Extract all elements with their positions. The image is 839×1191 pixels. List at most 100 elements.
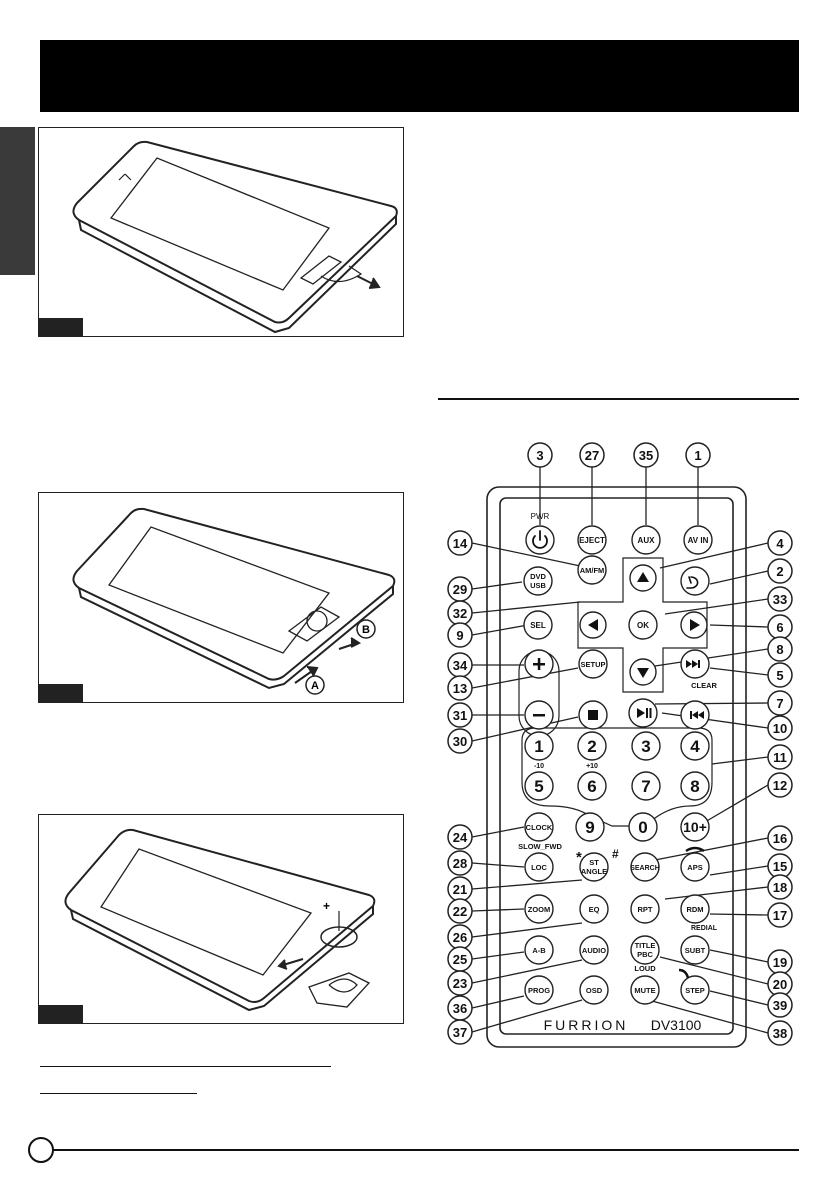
sel-button[interactable] — [523, 610, 553, 640]
rdm-label: RDM — [686, 905, 703, 914]
rpt-button[interactable] — [630, 894, 660, 924]
callout-31: 31 — [453, 708, 467, 723]
am-fm-label: AM/FM — [580, 566, 605, 575]
rdm-button[interactable] — [680, 894, 710, 924]
callout-8: 8 — [776, 642, 783, 657]
callout-36: 36 — [453, 1001, 467, 1016]
zoom-button[interactable] — [524, 894, 554, 924]
step-button[interactable] — [680, 975, 710, 1005]
callout-10: 10 — [773, 721, 787, 736]
callout-27: 27 — [585, 448, 599, 463]
num-10-plus-button[interactable] — [680, 812, 710, 842]
eq-label: EQ — [589, 905, 600, 914]
callout-30: 30 — [453, 734, 467, 749]
sel-label: SEL — [530, 621, 546, 630]
remote-diagram: PWR EJECT AUX AV IN AM/FM DVD USB SEL OK… — [447, 442, 793, 1048]
search-label: SEARCH — [630, 865, 660, 872]
setup-label: SETUP — [580, 660, 605, 669]
callout-22: 22 — [453, 904, 467, 919]
search-button[interactable] — [630, 852, 660, 882]
audio-button[interactable] — [579, 935, 609, 965]
callout-18: 18 — [773, 880, 787, 895]
label-b: B — [362, 624, 370, 636]
setup-button[interactable] — [578, 649, 608, 679]
callout-19: 19 — [773, 955, 787, 970]
ok-button[interactable] — [628, 610, 658, 640]
callout-24: 24 — [453, 830, 468, 845]
num-5-button[interactable] — [524, 771, 554, 801]
plus-10-label: +10 — [586, 763, 598, 770]
callout-28: 28 — [453, 856, 467, 871]
prog-label: PROG — [528, 986, 550, 995]
aux-label: AUX — [638, 536, 656, 545]
rpt-label: RPT — [638, 905, 653, 914]
st-angle-button[interactable] — [579, 852, 609, 882]
num-6-label: 6 — [587, 777, 596, 796]
audio-label: AUDIO — [582, 946, 606, 955]
clock-button[interactable] — [524, 812, 554, 842]
eq-button[interactable] — [579, 894, 609, 924]
num-7-button[interactable] — [631, 771, 661, 801]
prev-icon — [692, 711, 704, 719]
num-8-button[interactable] — [680, 771, 710, 801]
callout-7: 7 — [776, 696, 783, 711]
eject-button[interactable] — [577, 525, 607, 555]
header-bar — [40, 40, 799, 112]
num-1-button[interactable] — [524, 731, 554, 761]
model-label: DV3100 — [651, 1017, 702, 1033]
ok-label: OK — [637, 621, 649, 630]
next-icon — [686, 660, 698, 668]
av-in-button[interactable] — [683, 525, 713, 555]
right-arrow-icon — [690, 619, 700, 631]
callout-9: 9 — [456, 628, 463, 643]
figure-remote-pull-tab — [38, 127, 404, 337]
callout-38: 38 — [773, 1026, 787, 1041]
num-2-button[interactable] — [577, 731, 607, 761]
power-icon — [532, 535, 548, 549]
num-9-button[interactable] — [575, 812, 605, 842]
loc-button[interactable] — [524, 852, 554, 882]
num-3-button[interactable] — [631, 731, 661, 761]
down-arrow-icon — [637, 668, 649, 678]
remote-pull-tab-illustration — [72, 140, 398, 334]
dvd-usb-button[interactable] — [523, 566, 553, 596]
loud-label: LOUD — [634, 964, 656, 973]
callout-13: 13 — [453, 681, 467, 696]
prog-button[interactable] — [524, 975, 554, 1005]
figure-battery-insert: + — [38, 814, 404, 1024]
av-in-label: AV IN — [688, 536, 709, 545]
num-4-button[interactable] — [680, 731, 710, 761]
loc-label: LOC — [531, 863, 547, 872]
am-fm-button[interactable] — [577, 555, 607, 585]
aps-button[interactable] — [680, 852, 710, 882]
remote-body-outer — [486, 486, 747, 1048]
clock-label: CLOCK — [526, 823, 553, 832]
angle-label: ANGLE — [581, 867, 607, 876]
aux-button[interactable] — [631, 525, 661, 555]
callout-6: 6 — [776, 620, 783, 635]
subt-button[interactable] — [680, 935, 710, 965]
num-0-button[interactable] — [628, 812, 658, 842]
return-button[interactable] — [680, 566, 710, 596]
a-b-button[interactable] — [524, 935, 554, 965]
mute-button[interactable] — [630, 975, 660, 1005]
callout-5: 5 — [776, 668, 783, 683]
usb-label: USB — [530, 581, 546, 590]
plus-sign: + — [323, 899, 330, 913]
slow-fwd-label: SLOW_FWD — [518, 842, 562, 851]
num-2-label: 2 — [587, 737, 596, 756]
num-6-button[interactable] — [577, 771, 607, 801]
figure-tag — [39, 684, 83, 702]
num-5-label: 5 — [534, 777, 543, 796]
callout-20: 20 — [773, 977, 787, 992]
zoom-label: ZOOM — [528, 905, 551, 914]
title-pbc-button[interactable] — [630, 935, 660, 965]
osd-button[interactable] — [579, 975, 609, 1005]
minus-icon — [533, 714, 545, 717]
footer-line — [48, 1149, 799, 1151]
battery-tray-illustration: B A — [72, 507, 396, 695]
pause-bar-2 — [649, 708, 652, 718]
callout-12: 12 — [773, 778, 787, 793]
dvd-label: DVD — [530, 572, 546, 581]
num-8-label: 8 — [690, 777, 699, 796]
